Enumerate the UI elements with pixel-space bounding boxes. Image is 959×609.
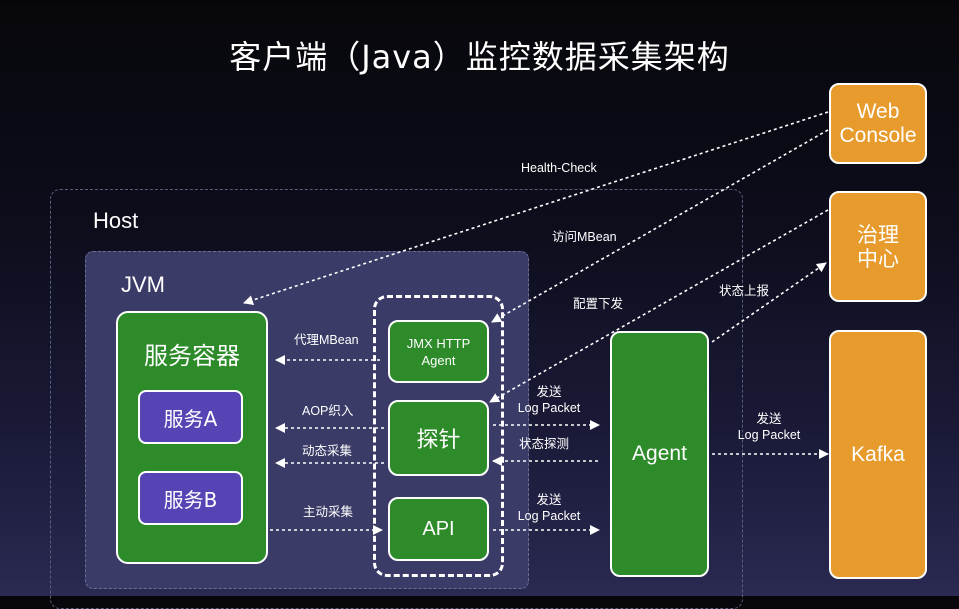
jmx-http-agent-node[interactable]: JMX HTTP Agent (388, 320, 489, 383)
proxy-mbean-label: 代理MBean (294, 333, 359, 347)
edges-layer (243, 111, 829, 535)
service-a-label: 服务A (163, 406, 218, 431)
api-label: API (422, 517, 455, 540)
status-report-edge (711, 262, 827, 343)
kafka-node[interactable]: Kafka (829, 330, 927, 579)
service-container-title: 服务容器 (144, 342, 240, 370)
probe-group-boundary (373, 295, 504, 577)
aop-weave-label: AOP织入 (302, 404, 354, 418)
api-node[interactable]: API (388, 497, 489, 561)
send-log-probe-label: 发送 Log Packet (517, 385, 581, 415)
dynamic-collect-label: 动态采集 (302, 444, 353, 458)
send-log-kafka-label: 发送 Log Packet (737, 412, 801, 442)
active-collect-label: 主动采集 (303, 505, 354, 519)
health-check-edge (243, 111, 829, 305)
access-mbean-label: 访问MBean (552, 230, 617, 244)
probe-node[interactable]: 探针 (388, 400, 489, 476)
status-detect-label: 状态探测 (519, 437, 570, 451)
send-log-api-label: 发送 Log Packet (517, 493, 581, 523)
config-push-label: 配置下发 (573, 297, 624, 311)
kafka-label: Kafka (851, 442, 905, 466)
governance-center-label: 治理 中心 (857, 222, 899, 271)
agent-label: Agent (632, 442, 687, 465)
config-push-edge (489, 209, 829, 403)
health-check-label: Health-Check (521, 161, 597, 175)
agent-node[interactable]: Agent (610, 331, 709, 577)
status-report-label: 状态上报 (719, 284, 770, 298)
page-title: 客户端（Java）监控数据采集架构 (229, 38, 730, 76)
probe-label: 探针 (416, 428, 461, 453)
governance-center-node[interactable]: 治理 中心 (829, 191, 927, 302)
jmx-http-agent-label: JMX HTTP Agent (406, 335, 471, 368)
access-mbean-edge (491, 129, 829, 323)
service-b-node[interactable]: 服务B (138, 471, 243, 525)
web-console-node[interactable]: Web Console (829, 83, 927, 164)
web-console-label: Web Console (839, 99, 917, 147)
service-b-label: 服务B (163, 487, 218, 512)
service-a-node[interactable]: 服务A (138, 390, 243, 444)
jvm-label: JVM (121, 272, 165, 297)
host-label: Host (93, 208, 139, 233)
